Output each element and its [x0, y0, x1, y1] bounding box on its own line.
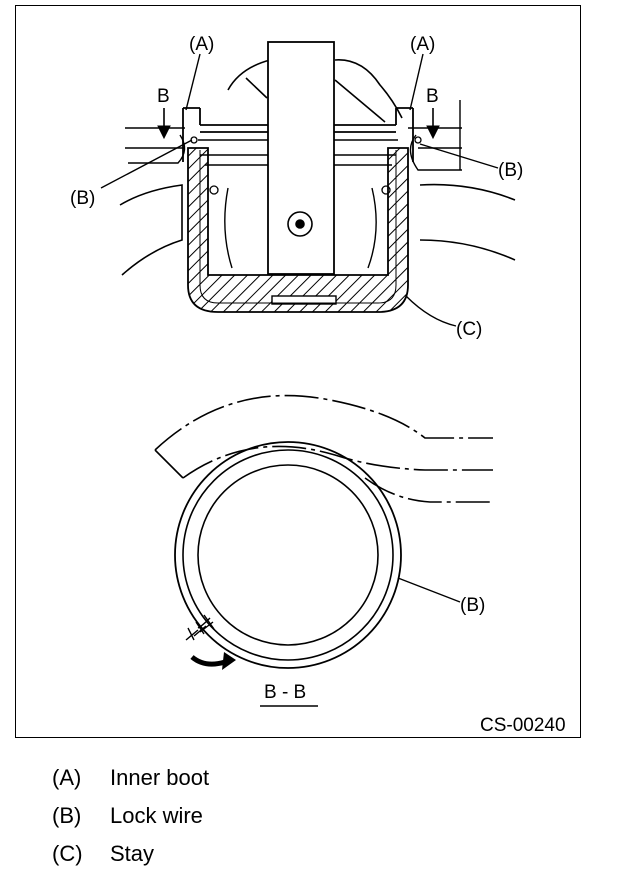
callout-c: (C) — [456, 319, 482, 340]
callout-b-left: (B) — [70, 188, 95, 209]
stay-bottom-notch — [271, 295, 337, 305]
leader-lines-top — [100, 53, 499, 327]
view-label-left: B — [157, 86, 170, 107]
figure-code: CS-00240 — [480, 715, 566, 736]
legend-key: (C) — [52, 841, 83, 866]
lock-wire-ring — [174, 441, 402, 669]
legend-item-c: (C) Stay — [52, 839, 472, 877]
view-arrow-right — [426, 108, 440, 140]
legend-item-b: (B) Lock wire — [52, 801, 472, 839]
legend-text: Inner boot — [110, 765, 210, 790]
shaft — [267, 41, 335, 275]
view-arrow-left — [157, 108, 171, 140]
callout-b-section: (B) — [460, 595, 485, 616]
legend-item-a: (A) Inner boot — [52, 763, 472, 801]
legend: (A) Inner boot (B) Lock wire (C) Stay — [52, 763, 472, 877]
legend-text: Stay — [110, 841, 155, 866]
shaft-pin — [287, 211, 313, 237]
arm-outline-outer — [154, 394, 493, 451]
section-label: B - B — [264, 682, 306, 703]
body-outline-right — [408, 127, 516, 261]
figure-frame — [15, 5, 581, 738]
callout-a-right: (A) — [410, 34, 435, 55]
callout-b-right: (B) — [498, 160, 523, 181]
view-label-right: B — [426, 86, 439, 107]
section-b-b-view — [154, 394, 493, 669]
rear-bracket — [334, 59, 403, 123]
arm-outline-inner — [182, 445, 493, 479]
legend-text: Lock wire — [110, 803, 203, 828]
legend-key: (B) — [52, 803, 82, 828]
callout-a-left: (A) — [189, 34, 214, 55]
stay-assembly-view — [119, 41, 516, 313]
legend-key: (A) — [52, 765, 82, 790]
twist-direction-arrow — [190, 652, 236, 670]
body-outline-left — [119, 127, 185, 276]
arm-lower — [364, 477, 493, 503]
stay-cup — [187, 147, 409, 313]
twisted-wire-end — [185, 614, 215, 641]
rear-bracket-left — [227, 59, 271, 99]
